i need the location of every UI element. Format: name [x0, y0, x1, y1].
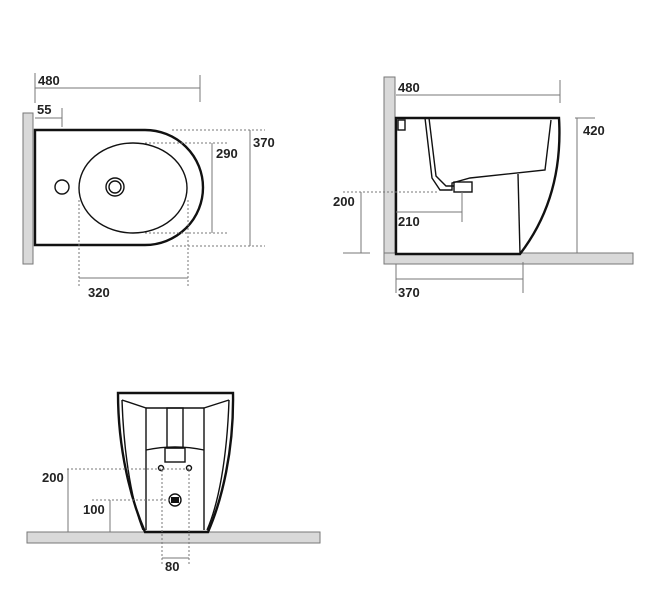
- dim-extension-80: [161, 470, 190, 566]
- side-curve-lines: [121, 399, 230, 531]
- pedestal-line: [517, 173, 521, 255]
- bowl-wall-line: [428, 117, 454, 187]
- wall: [22, 112, 34, 265]
- dim-label-480: 480: [398, 80, 420, 95]
- fixing-bracket: [397, 119, 406, 131]
- bidet-outline: [33, 128, 205, 247]
- top-view: 480 55 370 290 320: [22, 73, 275, 300]
- floor: [26, 531, 321, 544]
- drain-outer: [105, 177, 125, 197]
- dim-line-200: [343, 192, 370, 254]
- dim-line-480: [396, 80, 561, 103]
- dim-label-290: 290: [216, 146, 238, 161]
- dim-extension-290: [145, 142, 228, 234]
- dim-label-55: 55: [37, 102, 51, 117]
- bidet-outline: [394, 116, 561, 256]
- outlet-box: [164, 447, 186, 463]
- tap-hole: [54, 179, 70, 195]
- dim-label-100: 100: [83, 502, 105, 517]
- dim-label-480: 480: [38, 73, 60, 88]
- dim-line-420: [575, 117, 595, 253]
- drain-outlet-core: [171, 497, 179, 503]
- fixing-screw-left: [157, 464, 165, 472]
- side-view: 480 420 200 210 370: [333, 76, 634, 300]
- dim-label-320: 320: [88, 285, 110, 300]
- bowl-outline: [78, 142, 188, 234]
- dim-label-80: 80: [165, 559, 179, 574]
- dim-line-370: [395, 262, 524, 293]
- dim-label-420: 420: [583, 123, 605, 138]
- dim-line-210: [396, 192, 463, 222]
- dim-label-200: 200: [42, 470, 64, 485]
- wall: [383, 76, 396, 265]
- dim-extension-320: [78, 200, 189, 288]
- front-view: 200 100 80: [26, 391, 321, 574]
- dim-label-200: 200: [333, 194, 355, 209]
- dim-label-210: 210: [398, 214, 420, 229]
- dim-line-55: [35, 108, 63, 127]
- dim-line-480: [34, 73, 201, 103]
- dim-label-370: 370: [253, 135, 275, 150]
- drain-inner: [108, 180, 122, 194]
- outlet-spigot: [453, 181, 473, 193]
- dim-label-370: 370: [398, 285, 420, 300]
